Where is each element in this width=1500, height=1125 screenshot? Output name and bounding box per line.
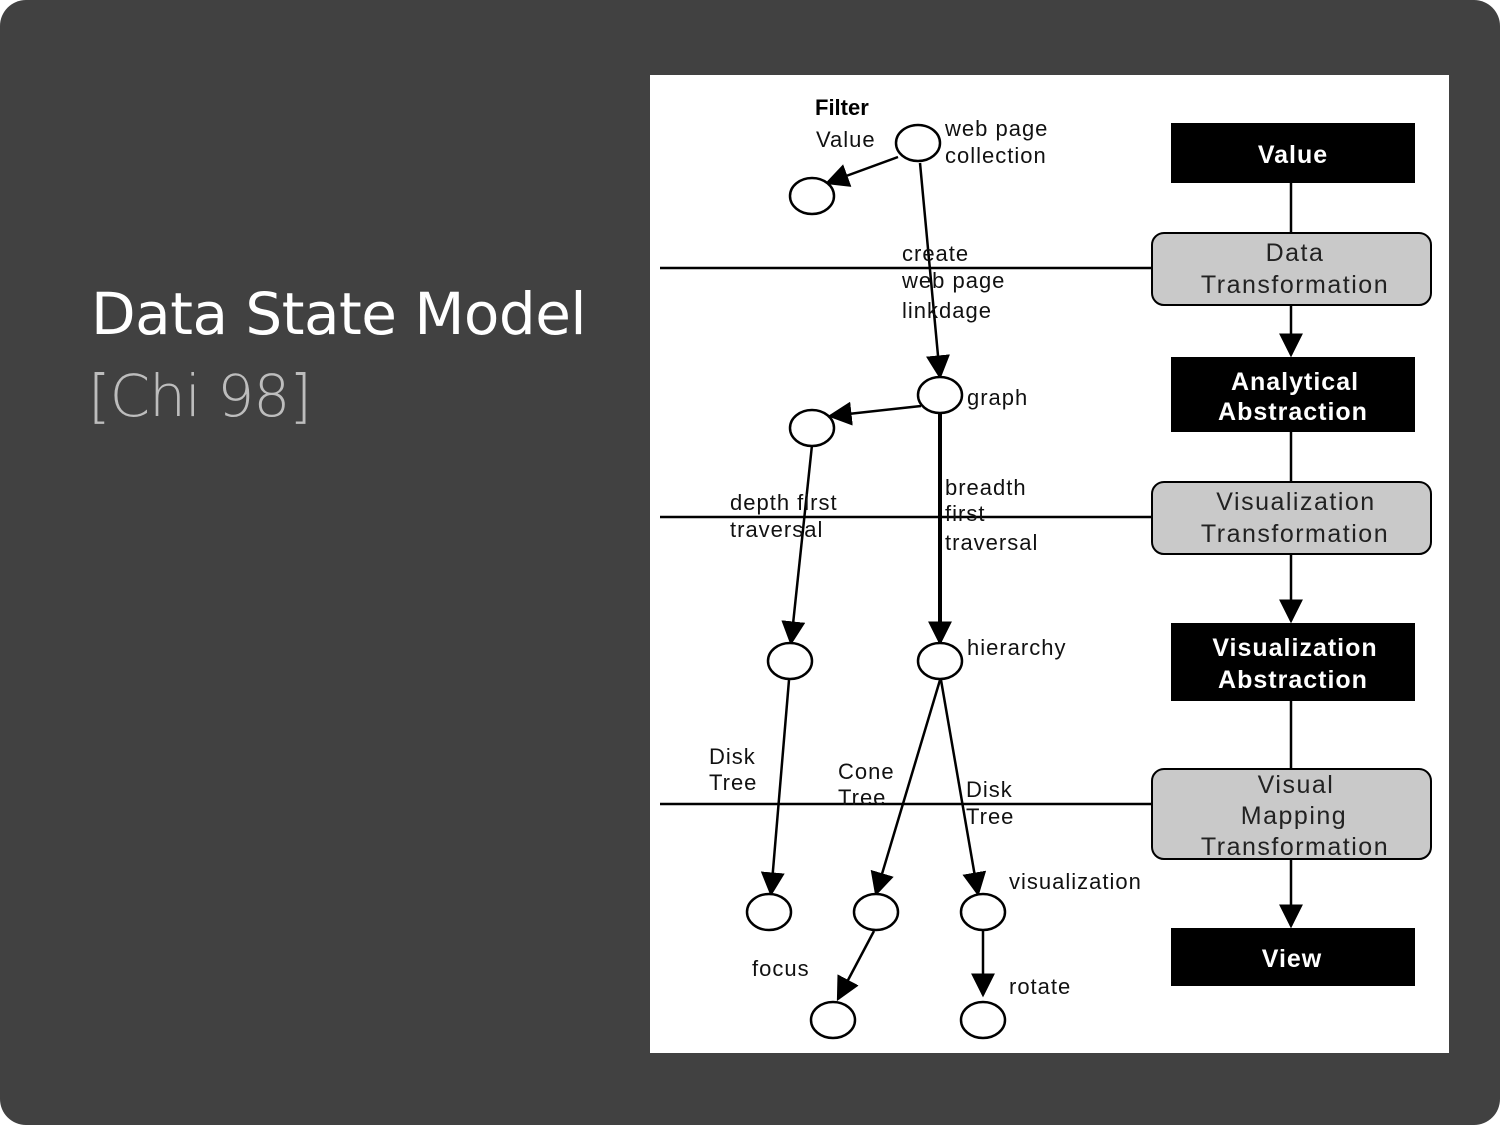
- edge-collection-to-graph: [918, 162, 950, 380]
- hierarchy-label: hierarchy: [967, 635, 1066, 660]
- graph-label: graph: [967, 385, 1028, 410]
- node-graph-left: [788, 408, 836, 448]
- edge-graph-to-left-node: [827, 401, 922, 426]
- cone-tree-label-line2: Tree: [838, 785, 886, 810]
- focus-label: focus: [752, 956, 810, 981]
- stage-value: Value: [1171, 123, 1415, 183]
- data-state-model-figure: Value Data Transformation Analytical Abs…: [650, 75, 1449, 1053]
- breadth-first-label-line3: traversal: [945, 530, 1038, 555]
- node-cone-tree: [852, 892, 900, 932]
- filter-label: Filter: [815, 95, 869, 120]
- disk-tree-right-label-line1: Disk: [966, 777, 1013, 802]
- node-graph: [916, 375, 964, 415]
- rotate-label: rotate: [1009, 974, 1071, 999]
- stage-visual-mapping-line1: Visual: [1258, 771, 1335, 799]
- stage-visualization-transformation: Visualization Transformation: [1151, 481, 1432, 555]
- stage-visualization-abstraction-line1: Visualization: [1212, 634, 1377, 662]
- stage-data-transformation-line2: Transformation: [1201, 271, 1389, 299]
- stage-data-transformation-line1: Data: [1266, 239, 1325, 267]
- node-rotate: [959, 1000, 1007, 1040]
- depth-first-label-line1: depth first: [730, 490, 838, 515]
- edge-left-disk-tree: [760, 679, 791, 897]
- node-disk-tree-left: [745, 892, 793, 932]
- stage-visualization-transformation-line1: Visualization: [1216, 488, 1375, 516]
- node-web-page-collection: [894, 123, 942, 163]
- stage-value-label: Value: [1258, 141, 1328, 169]
- stage-visualization-transformation-line2: Transformation: [1201, 520, 1389, 548]
- disk-tree-right-label-line2: Tree: [966, 804, 1014, 829]
- depth-first-label-line2: traversal: [730, 517, 823, 542]
- stage-visual-mapping-line2: Mapping: [1241, 802, 1347, 830]
- node-focus: [809, 1000, 857, 1040]
- stage-visualization-abstraction: Visualization Abstraction: [1171, 623, 1415, 701]
- value-node-label: Value: [816, 127, 876, 152]
- stage-analytical-abstraction-line1: Analytical: [1231, 368, 1359, 396]
- stage-data-transformation: Data Transformation: [1151, 232, 1432, 306]
- web-page-collection-label-line2: collection: [945, 143, 1047, 168]
- stage-view: View: [1171, 928, 1415, 986]
- edge-depth-first-traversal: [781, 444, 814, 646]
- diagram-canvas: Value Data Transformation Analytical Abs…: [660, 95, 1432, 1040]
- disk-tree-left-label-line1: Disk: [709, 744, 756, 769]
- edge-focus: [836, 930, 876, 1002]
- edge-cone-tree: [870, 679, 942, 897]
- create-label-line3: linkdage: [902, 298, 992, 323]
- stage-analytical-abstraction: Analytical Abstraction: [1171, 357, 1415, 432]
- slide-citation: [Chi 98]: [88, 362, 312, 430]
- stage-visual-mapping-line3: Transformation: [1201, 833, 1389, 861]
- breadth-first-label-line2: first: [945, 501, 985, 526]
- create-label-line1: create: [902, 241, 969, 266]
- disk-tree-left-label-line2: Tree: [709, 770, 757, 795]
- breadth-first-label-line1: breadth: [945, 475, 1027, 500]
- edge-collection-to-filter-value: [824, 155, 899, 187]
- stage-view-label: View: [1262, 945, 1323, 973]
- node-visualization: [959, 892, 1007, 932]
- node-left-mid: [766, 641, 814, 681]
- node-filter-value: [788, 176, 836, 216]
- web-page-collection-label-line1: web page: [944, 116, 1048, 141]
- create-label-line2: web page: [901, 268, 1005, 293]
- edge-right-disk-tree: [939, 679, 987, 897]
- slide-title: Data State Model: [91, 280, 587, 348]
- stage-visual-mapping-transformation: Visual Mapping Transformation: [1151, 768, 1432, 861]
- node-hierarchy: [916, 641, 964, 681]
- cone-tree-label-line1: Cone: [838, 759, 895, 784]
- stage-visualization-abstraction-line2: Abstraction: [1218, 666, 1368, 694]
- stage-analytical-abstraction-line2: Abstraction: [1218, 398, 1368, 426]
- visualization-label: visualization: [1009, 869, 1142, 894]
